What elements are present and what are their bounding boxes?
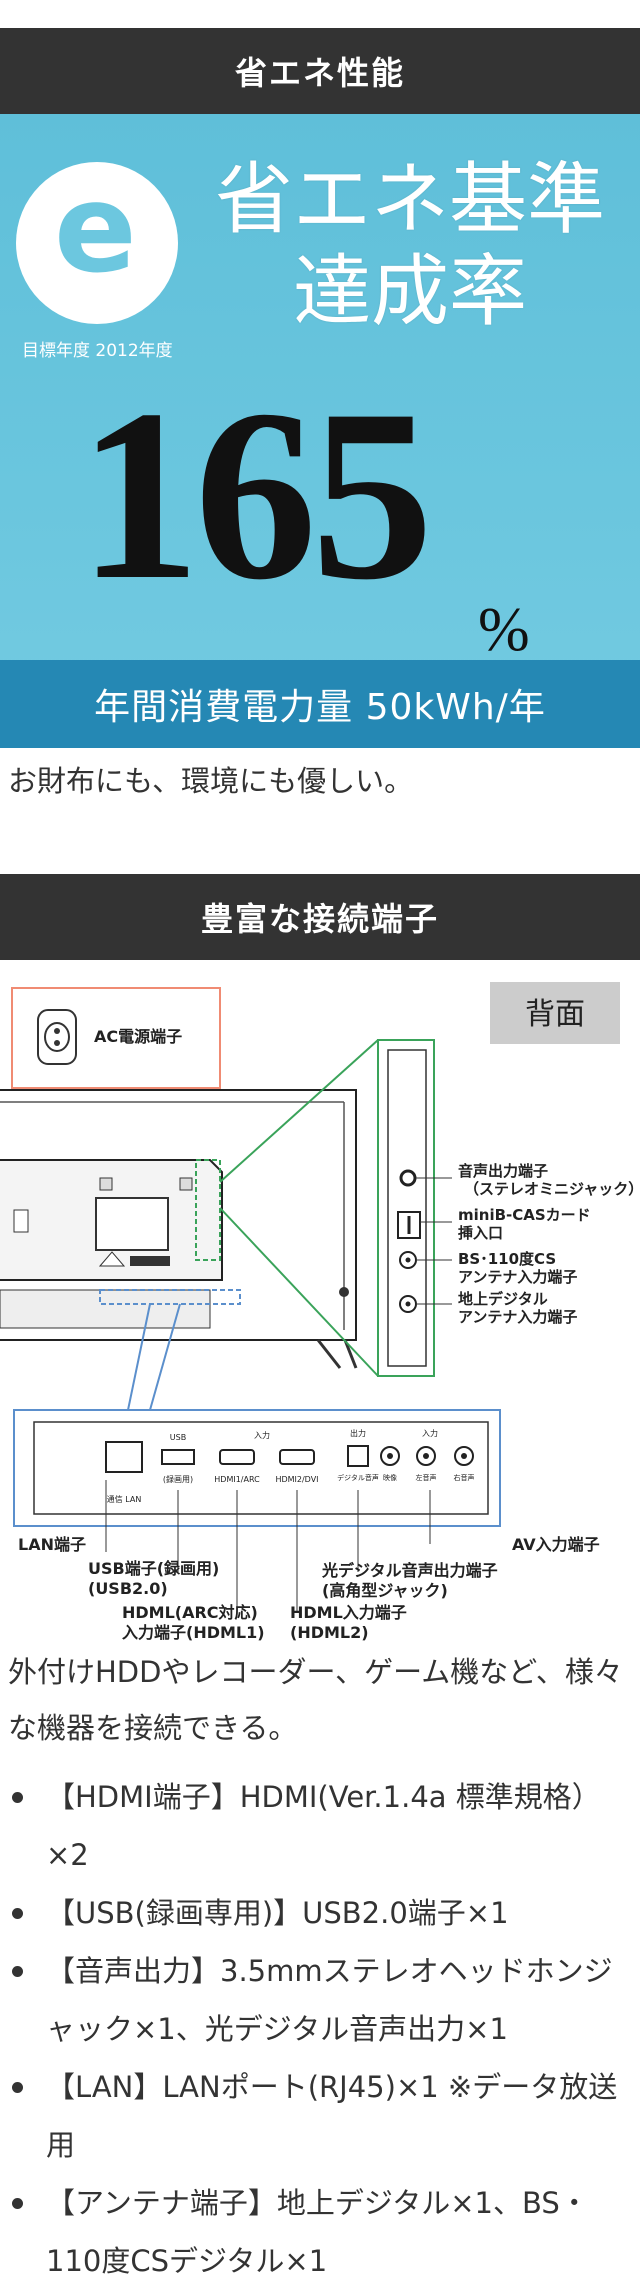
side-callout-line-top: [219, 1039, 379, 1183]
side-port-1-sub: （ステレオミニジャック）: [464, 1180, 640, 1198]
tv-screw-1: [99, 1177, 113, 1191]
spec-item-lan: 【LAN】LANポート(RJ45)×1 ※データ放送用: [12, 2058, 640, 2174]
eco-title-line2: 達成率: [292, 247, 527, 337]
lan-port-icon: [105, 1441, 143, 1473]
hdmi2-label: HDML入力端子: [290, 1603, 407, 1622]
top-spacer: [0, 0, 640, 28]
eco-caption: お財布にも、環境にも優しい。: [8, 764, 414, 798]
hdmi1-port-icon: [219, 1449, 255, 1465]
usb-port-icon: [161, 1449, 195, 1465]
ac-socket-ring: [44, 1022, 70, 1052]
tv-label-sticker: [130, 1256, 170, 1266]
ac-pin-top: [54, 1028, 60, 1034]
av-label: AV入力端子: [512, 1535, 600, 1554]
eco-e-letter: e: [54, 158, 137, 300]
bottom-callout-line-left: [127, 1303, 151, 1411]
spec-list: 【HDMI端子】HDMI(Ver.1.4a 標準規格）×2 【USB(録画専用)…: [0, 1768, 640, 2290]
ports-section-header: 豊富な接続端子: [0, 874, 640, 960]
side-port-3-sub: アンテナ入力端子: [458, 1268, 577, 1286]
target-year: 目標年度 2012年度: [22, 341, 173, 361]
left-small-label: 左音声: [416, 1473, 437, 1482]
eco-title-line1: 省エネ基準: [214, 155, 605, 245]
side-callout-line-bottom: [219, 1207, 379, 1377]
eco-title: 省エネ基準 達成率: [190, 154, 630, 338]
spec-item-antenna: 【アンテナ端子】地上デジタル×1、BS・110度CSデジタル×1: [12, 2174, 640, 2290]
terrestrial-antenna-pin: [405, 1301, 411, 1307]
usb-sub-label: (USB2.0): [88, 1579, 168, 1598]
hdmi1-small-label: HDMI1/ARC: [214, 1475, 260, 1484]
video-in-pin: [387, 1453, 393, 1459]
spec-item-audio: 【音声出力】3.5mmステレオヘッドホンジャック×1、光デジタル音声出力×1: [12, 1942, 640, 2058]
eco-section-header: 省エネ性能: [0, 28, 640, 114]
tv-power-button-icon: [339, 1287, 349, 1297]
ac-pin-bottom: [54, 1040, 60, 1046]
optical-small-label: デジタル音声: [337, 1473, 379, 1482]
annual-power-bar: 年間消費電力量 50kWh/年: [0, 660, 640, 748]
hdmi1-sub-label: 入力端子(HDML1): [122, 1623, 265, 1642]
lan-port-small-label: 通信 LAN: [107, 1494, 142, 1504]
bottom-callout-line-right: [149, 1303, 181, 1411]
ports-diagram: 背面 AC電源端子: [0, 982, 640, 1642]
usb-small-bottom: (録画用): [163, 1474, 193, 1484]
back-label: 背面: [525, 997, 585, 1032]
side-port-3-label: BS･110度CS: [458, 1250, 556, 1268]
back-label-box: [490, 982, 620, 1044]
hdmi1-label: HDML(ARC対応): [122, 1603, 258, 1622]
audio-left-pin: [423, 1453, 429, 1459]
hdmi-small-top: 入力: [254, 1430, 270, 1440]
bottom-port-highlight: [99, 1289, 241, 1305]
eco-panel: e 目標年度 2012年度 省エネ基準 達成率 165 % 年間消費電力量 50…: [0, 114, 640, 748]
ac-socket-icon: [37, 1009, 77, 1065]
tv-stand-left: [316, 1339, 342, 1369]
side-port-highlight: [195, 1159, 221, 1261]
hdmi2-sub-label: (HDML2): [290, 1623, 369, 1642]
section-spacer: [0, 808, 640, 874]
video-small-label: 映像: [383, 1473, 397, 1482]
audio-right-pin: [461, 1453, 467, 1459]
eco-e-logo-icon: e: [16, 162, 178, 324]
optical-label: 光デジタル音声出力端子: [321, 1561, 498, 1580]
side-port-2-sub: 挿入口: [458, 1224, 503, 1242]
tv-stand-right: [343, 1339, 358, 1369]
ac-label: AC電源端子: [94, 1027, 182, 1046]
achievement-rate: 165: [78, 359, 433, 630]
eco-section: 省エネ性能 e 目標年度 2012年度 省エネ基準 達成率 165 % 年間消費…: [0, 28, 640, 808]
tv-screw-2: [179, 1177, 193, 1191]
optical-port-icon: [347, 1445, 369, 1467]
spec-item-hdmi: 【HDMI端子】HDMI(Ver.1.4a 標準規格）×2: [12, 1768, 640, 1884]
headphone-jack-icon: [399, 1169, 417, 1187]
side-port-1-label: 音声出力端子: [458, 1162, 548, 1180]
side-port-2-label: miniB-CASカード: [458, 1206, 591, 1224]
hdmi2-port-icon: [279, 1449, 315, 1465]
in-small-label: 入力: [422, 1428, 438, 1438]
ports-intro: 外付けHDDやレコーダー、ゲーム機など、様々な機器を接続できる。: [8, 1655, 623, 1745]
bs-cs-antenna-pin: [405, 1257, 411, 1263]
tv-vesa-plate: [95, 1197, 169, 1251]
lan-label: LAN端子: [18, 1535, 86, 1554]
hdmi2-small-label: HDMI2/DVI: [275, 1475, 318, 1484]
warning-icon: [98, 1251, 126, 1267]
out-small-label: 出力: [350, 1428, 366, 1438]
side-port-4-sub: アンテナ入力端子: [458, 1308, 577, 1326]
spec-item-usb: 【USB(録画専用)】USB2.0端子×1: [12, 1884, 640, 1942]
side-port-4-label: 地上デジタル: [458, 1290, 548, 1308]
side-port-panel: [387, 1049, 427, 1367]
optical-sub-label: (高角型ジャック): [322, 1581, 448, 1600]
usb-label: USB端子(録画用): [88, 1559, 219, 1578]
achievement-rate-unit: %: [478, 596, 530, 664]
ac-inlet-icon: [13, 1209, 29, 1233]
ports-section: 豊富な接続端子 背面 AC電源端子: [0, 874, 640, 2290]
right-small-label: 右音声: [454, 1473, 475, 1482]
usb-small-top: USB: [170, 1433, 186, 1442]
